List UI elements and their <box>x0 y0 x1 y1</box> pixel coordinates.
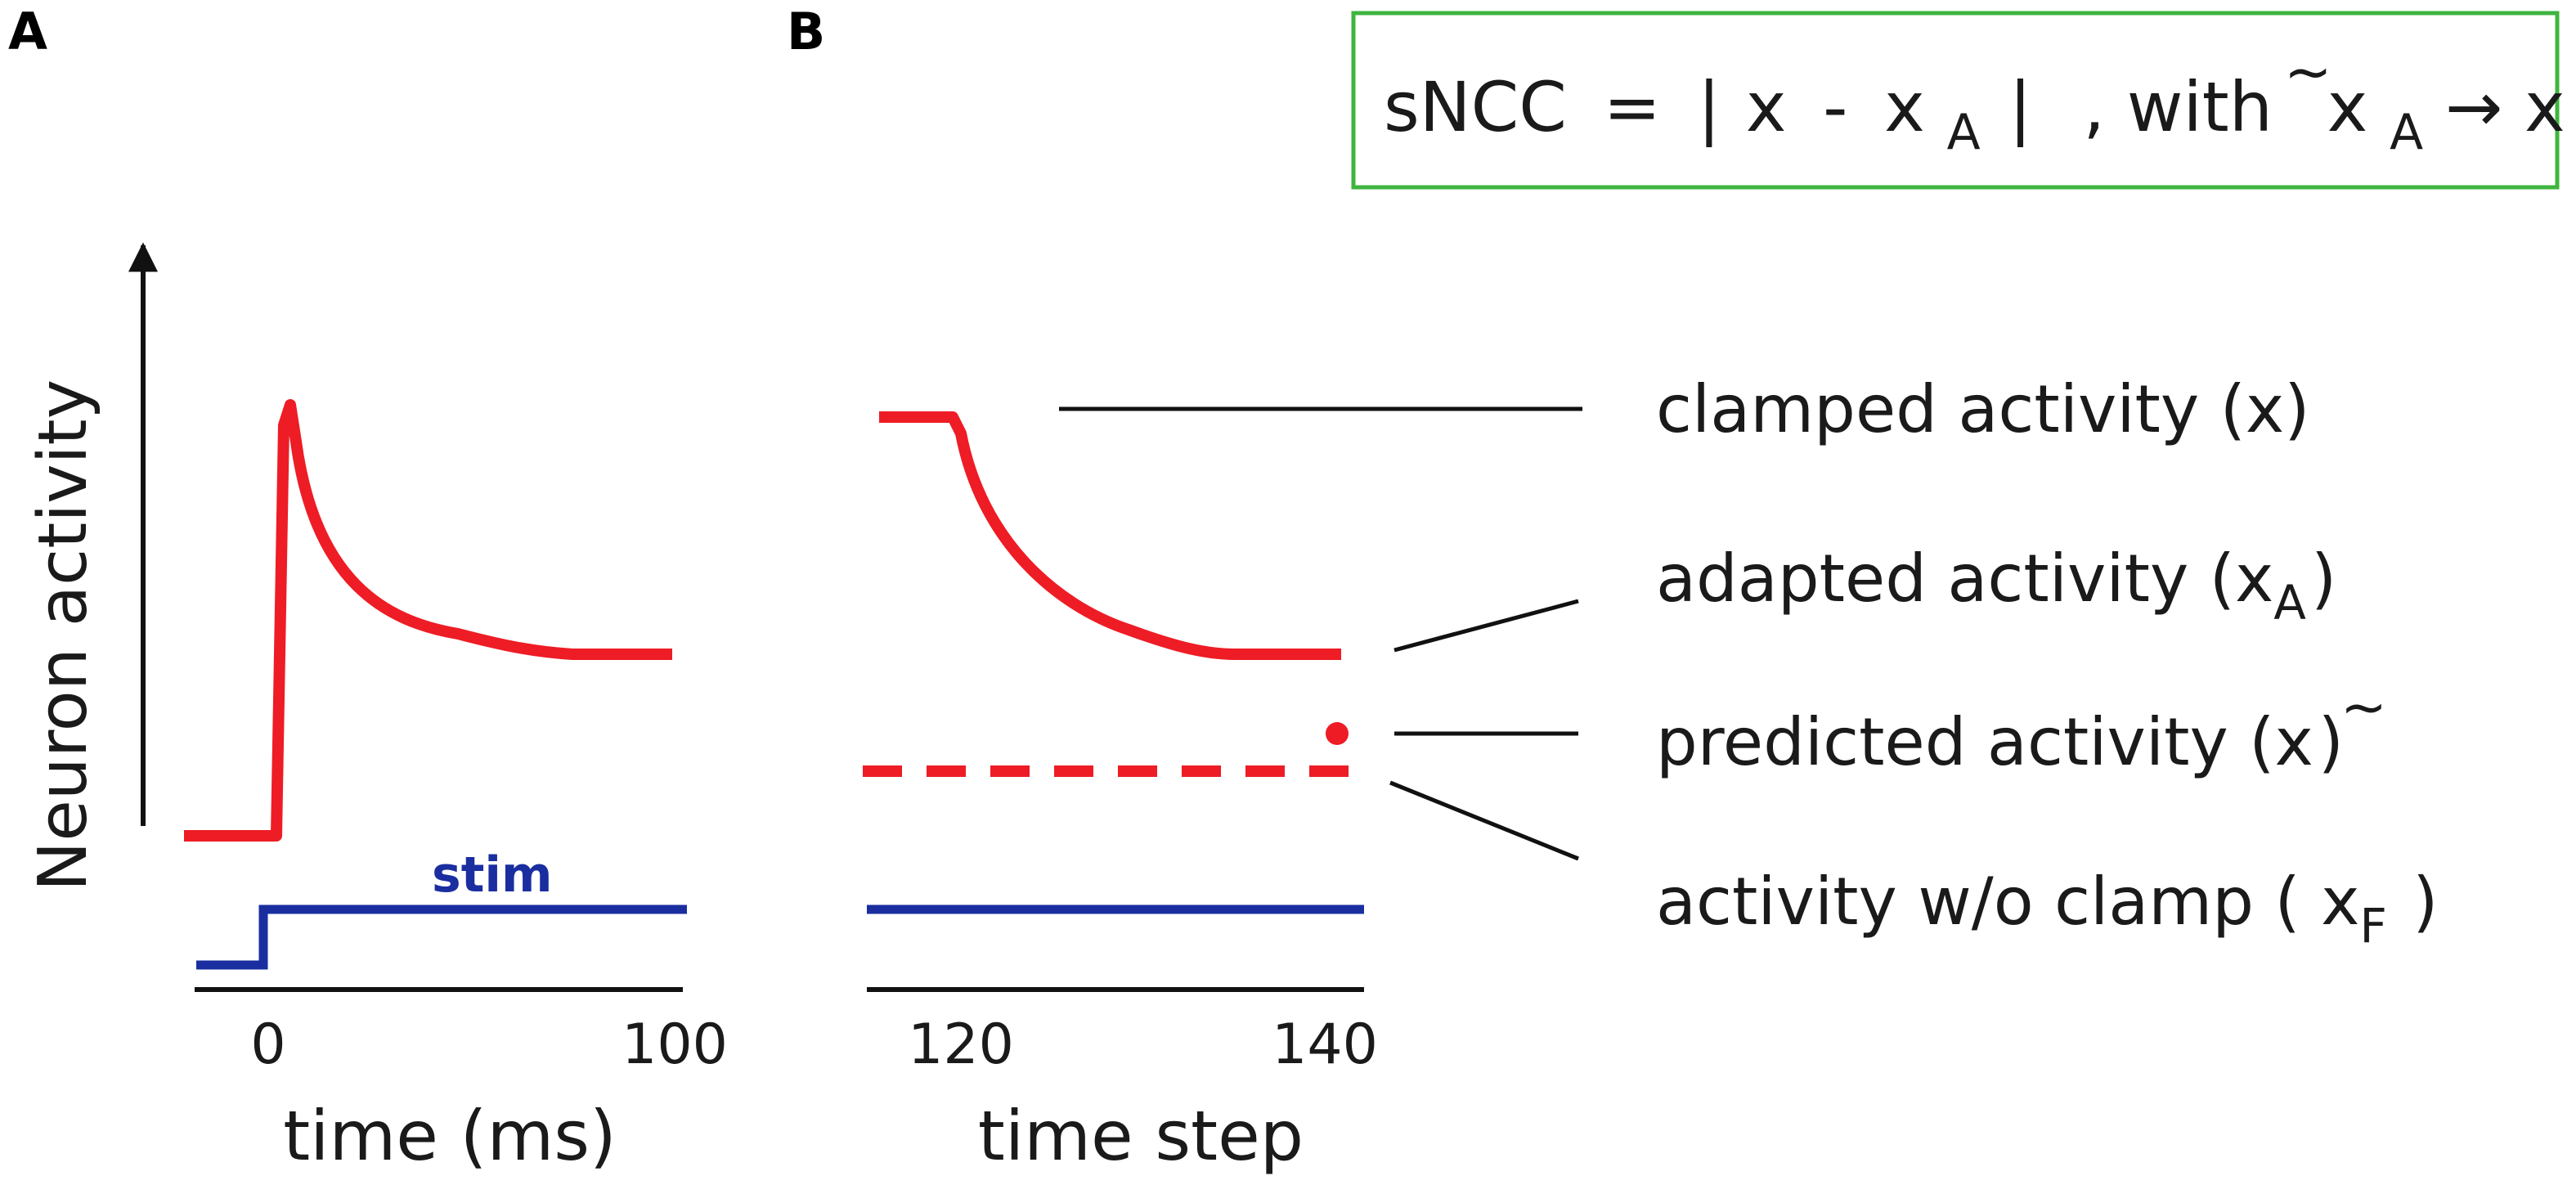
x-axis-label-b: time step <box>978 1096 1304 1176</box>
legend-unclamped: activity w/o clamp ( xF ) <box>1656 864 2438 954</box>
legend: clamped activity (x) adapted activity (x… <box>1656 371 2438 954</box>
legend-predicted-tilde: ~ <box>2340 676 2387 740</box>
tick-label-100: 100 <box>622 1012 728 1077</box>
legend-adapted: adapted activity (xA) <box>1656 541 2336 631</box>
tick-label-0: 0 <box>250 1012 285 1077</box>
tick-label-140: 140 <box>1272 1012 1378 1077</box>
activity-trace-b <box>879 411 1341 660</box>
formula-text: sNCC = | x - x A | , with x A → x → x F <box>1384 67 2576 165</box>
formula-tilde: ~ <box>2284 38 2332 105</box>
stim-label: stim <box>432 846 552 904</box>
legend-predicted: predicted activity (x) <box>1656 704 2344 780</box>
activity-trace-a <box>184 399 672 842</box>
panel-b: 120 140 time step <box>863 406 1582 1176</box>
panel-label-b: B <box>787 2 825 61</box>
legend-clamped: clamped activity (x) <box>1656 371 2309 447</box>
y-axis-label: Neuron activity <box>25 379 102 891</box>
leader-line-unclamped <box>1389 780 1579 861</box>
stimulus-trace-a <box>196 904 687 970</box>
leader-line-adapted <box>1393 599 1579 653</box>
predicted-activity-dot <box>1326 722 1349 745</box>
formula-box: sNCC = | x - x A | , with x A → x → x F … <box>1351 11 2576 190</box>
x-axis-label-a: time (ms) <box>283 1096 617 1176</box>
panel-label-a: A <box>8 2 47 61</box>
panel-a: Neuron activity stim 0 100 time (ms) <box>25 242 728 1176</box>
tick-label-120: 120 <box>908 1012 1014 1077</box>
formula-border <box>1351 11 2560 190</box>
